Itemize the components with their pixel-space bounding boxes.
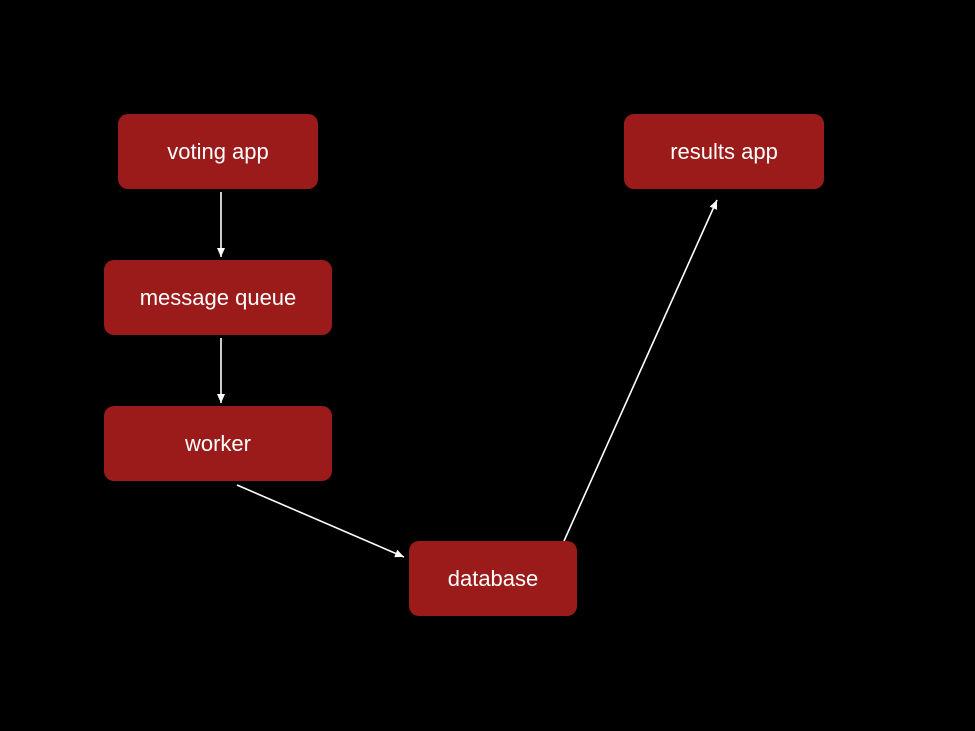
node-voting-app: voting app xyxy=(118,114,318,189)
node-worker-label: worker xyxy=(184,430,251,456)
node-worker: worker xyxy=(104,406,332,481)
node-results-app-label: results app xyxy=(670,138,778,164)
edge-database-to-results xyxy=(563,199,718,542)
node-database-label: database xyxy=(447,565,539,591)
node-database: database xyxy=(409,541,577,616)
edge-worker-to-database xyxy=(236,484,405,558)
node-message-queue-label: message queue xyxy=(139,284,297,310)
node-message-queue: message queue xyxy=(104,260,332,335)
node-results-app: results app xyxy=(624,114,824,189)
node-voting-app-label: voting app xyxy=(167,138,269,164)
